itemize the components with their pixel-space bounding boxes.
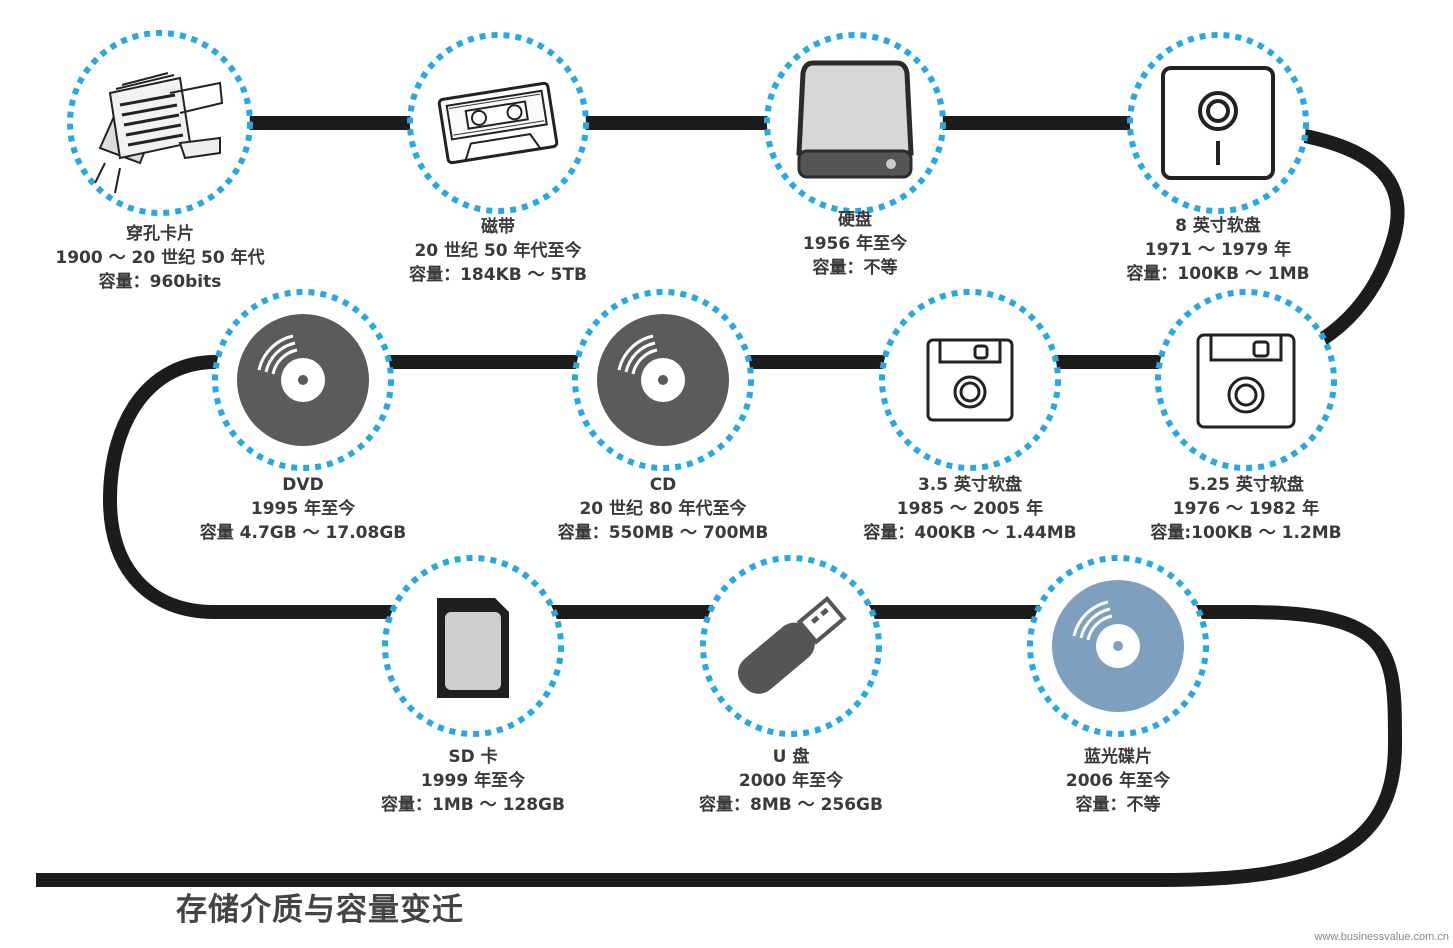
cassette-tape-icon — [437, 81, 559, 165]
item-name: 磁带 — [481, 217, 515, 237]
floppy-35-icon — [926, 338, 1014, 422]
page-title: 存储介质与容量变迁 — [176, 892, 464, 928]
item-name: 蓝光碟片 — [1084, 747, 1152, 767]
bluray-disc-icon — [1052, 580, 1184, 712]
floppy-8inch-node — [1127, 32, 1309, 214]
item-capacity: 容量：960bits — [98, 272, 222, 292]
item-name: 3.5 英寸软盘 — [917, 475, 1023, 495]
item-capacity: 容量 4.7GB ～ 17.08GB — [199, 523, 407, 543]
item-period: 2006 年至今 — [1065, 771, 1171, 791]
item-period: 1956 年至今 — [802, 234, 908, 254]
dvd-node — [212, 289, 394, 471]
caption-punch-card: 穿孔卡片 1900 ～ 20 世纪 50 年代 容量：960bits — [10, 222, 310, 294]
hard-disk-node — [764, 32, 946, 214]
item-period: 1985 ～ 2005 年 — [896, 499, 1044, 519]
item-name: 5.25 英寸软盘 — [1188, 475, 1304, 495]
usb-drive-node — [700, 555, 882, 737]
item-capacity: 容量：400KB ～ 1.44MB — [863, 523, 1077, 543]
floppy-525-node — [1155, 289, 1337, 471]
cd-icon — [597, 314, 729, 446]
dvd-icon — [237, 314, 369, 446]
caption-floppy-525: 5.25 英寸软盘 1976 ～ 1982 年 容量:100KB ～ 1.2MB — [1096, 473, 1396, 545]
punch-card-node — [67, 30, 253, 216]
item-name: 穿孔卡片 — [126, 224, 194, 244]
item-name: 硬盘 — [838, 210, 872, 230]
item-name: SD 卡 — [448, 747, 498, 767]
punch-card-icon — [94, 72, 224, 194]
sd-card-node — [382, 555, 564, 737]
caption-cd: CD 20 世纪 80 年代至今 容量：550MB ～ 700MB — [513, 473, 813, 545]
item-period: 1900 ～ 20 世纪 50 年代 — [55, 248, 265, 268]
caption-sd-card: SD 卡 1999 年至今 容量：1MB ～ 128GB — [323, 745, 623, 817]
caption-floppy-35: 3.5 英寸软盘 1985 ～ 2005 年 容量：400KB ～ 1.44MB — [820, 473, 1120, 545]
item-capacity: 容量：184KB ～ 5TB — [409, 265, 587, 285]
item-period: 1976 ～ 1982 年 — [1172, 499, 1320, 519]
hard-disk-icon — [796, 60, 914, 179]
item-capacity: 容量：8MB ～ 256GB — [699, 795, 883, 815]
item-period: 2000 年至今 — [738, 771, 844, 791]
caption-dvd: DVD 1995 年至今 容量 4.7GB ～ 17.08GB — [153, 473, 453, 545]
floppy-35-node — [879, 289, 1061, 471]
item-period: 20 世纪 80 年代至今 — [579, 499, 747, 519]
usb-drive-icon — [738, 595, 847, 694]
cd-node — [572, 289, 754, 471]
item-period: 1971 ～ 1979 年 — [1144, 240, 1292, 260]
item-period: 20 世纪 50 年代至今 — [414, 241, 582, 261]
caption-hard-disk: 硬盘 1956 年至今 容量：不等 — [705, 208, 1005, 280]
item-name: 8 英寸软盘 — [1175, 216, 1261, 236]
caption-cassette-tape: 磁带 20 世纪 50 年代至今 容量：184KB ～ 5TB — [348, 215, 648, 287]
item-capacity: 容量：1MB ～ 128GB — [381, 795, 565, 815]
caption-usb-drive: U 盘 2000 年至今 容量：8MB ～ 256GB — [641, 745, 941, 817]
watermark-text: www.businessvalue.com.cn — [1314, 931, 1449, 943]
sd-card-icon — [437, 598, 509, 698]
bluray-disc-node — [1027, 555, 1209, 737]
item-period: 1999 年至今 — [420, 771, 526, 791]
caption-floppy-8inch: 8 英寸软盘 1971 ～ 1979 年 容量：100KB ～ 1MB — [1068, 214, 1368, 286]
item-capacity: 容量:100KB ～ 1.2MB — [1150, 523, 1342, 543]
item-capacity: 容量：550MB ～ 700MB — [557, 523, 769, 543]
item-period: 1995 年至今 — [250, 499, 356, 519]
item-name: DVD — [282, 475, 324, 495]
floppy-525-icon — [1196, 333, 1296, 429]
item-capacity: 容量：不等 — [1075, 795, 1161, 815]
timeline-track — [36, 116, 1405, 887]
caption-bluray-disc: 蓝光碟片 2006 年至今 容量：不等 — [968, 745, 1268, 817]
item-name: CD — [649, 475, 677, 495]
item-capacity: 容量：100KB ～ 1MB — [1126, 264, 1310, 284]
item-capacity: 容量：不等 — [812, 258, 898, 278]
cassette-tape-node — [407, 32, 589, 214]
item-name: U 盘 — [772, 747, 810, 767]
floppy-8inch-icon — [1161, 66, 1275, 180]
